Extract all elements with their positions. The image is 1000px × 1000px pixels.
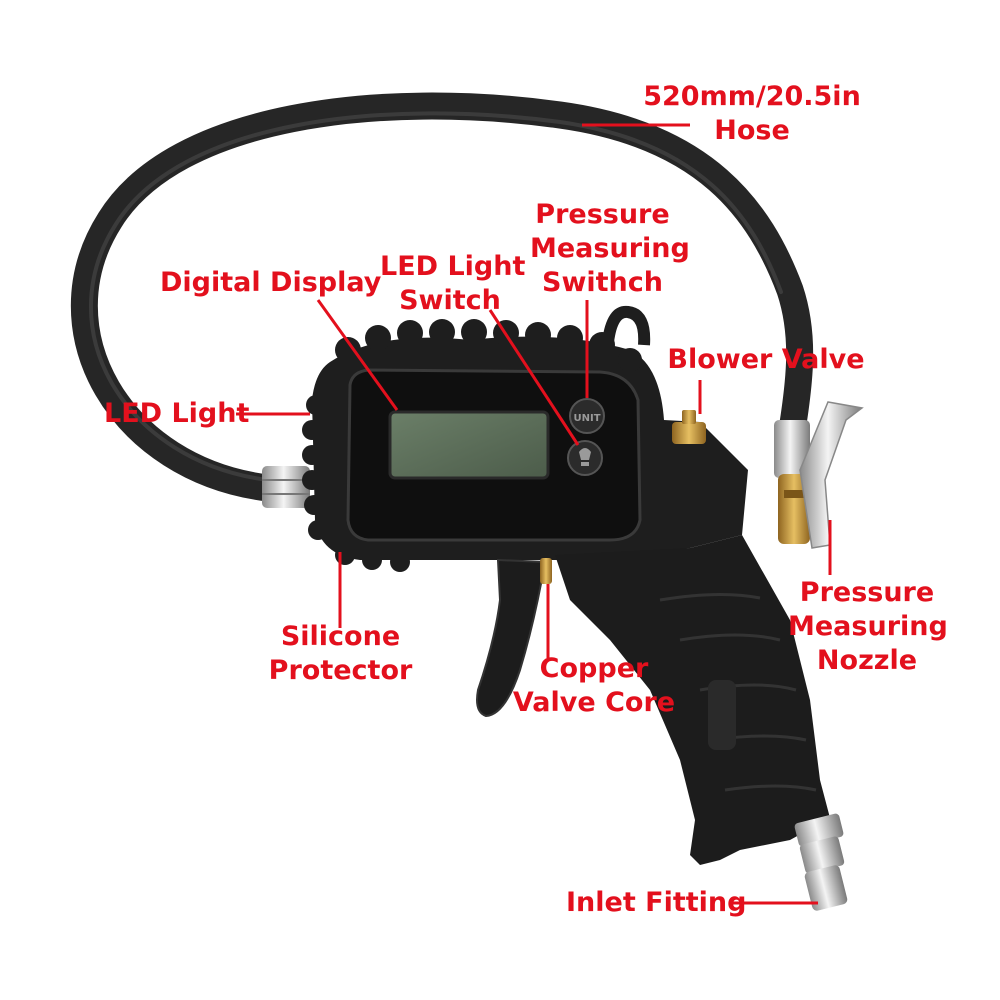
label-led-light: LED Light	[104, 397, 250, 431]
unit-button[interactable]: UNIT	[569, 398, 605, 434]
label-pressure-measuring-nozzle: Pressure Measuring Nozzle	[788, 576, 948, 678]
label-cvc-line1: Copper	[539, 653, 649, 684]
label-hose-line1: 520mm/20.5in	[643, 81, 861, 112]
leader-lines	[236, 123, 832, 905]
label-copper-valve-core: Copper Valve Core	[505, 652, 683, 720]
label-dd-text: Digital Display	[160, 267, 382, 298]
label-led-light-switch: LED Light Switch	[380, 250, 526, 318]
label-pmn-line3: Nozzle	[816, 645, 918, 676]
label-pmn-line1: Pressure	[799, 577, 935, 608]
label-silicone-protector: Silicone Protector	[268, 620, 413, 688]
label-inlet-fitting: Inlet Fitting	[566, 886, 747, 920]
label-ll-text: LED Light	[104, 398, 250, 429]
hose-ferrule-right	[774, 420, 810, 478]
label-bv-text: Blower Valve	[667, 344, 865, 375]
gun-handle	[555, 535, 830, 865]
label-lls-line1: LED Light	[380, 251, 526, 282]
label-blower-valve: Blower Valve	[666, 343, 866, 377]
label-sp-line2: Protector	[268, 655, 413, 686]
label-lls-line2: Switch	[399, 285, 501, 316]
hose	[70, 92, 814, 502]
inlet-fitting	[794, 813, 848, 911]
label-hose: 520mm/20.5in Hose	[622, 80, 882, 148]
label-cvc-line2: Valve Core	[512, 687, 676, 718]
unit-button-text: UNIT	[573, 413, 600, 424]
digital-display-screen	[388, 410, 550, 480]
label-digital-display: Digital Display	[160, 266, 382, 300]
label-pms-line1: Pressure	[535, 199, 670, 230]
label-pressure-measuring-switch: Pressure Measuring Swithch	[530, 198, 690, 300]
label-hose-line2: Hose	[714, 115, 790, 146]
label-pmn-line2: Measuring	[788, 611, 948, 642]
copper-valve-core	[540, 558, 552, 584]
hose-highlight	[89, 111, 783, 482]
label-pms-line3: Swithch	[542, 267, 663, 298]
label-sp-line1: Silicone	[280, 621, 401, 652]
pressure-measuring-nozzle	[778, 401, 864, 549]
hose-ferrule-left	[262, 466, 310, 508]
bulb-icon	[579, 448, 591, 460]
label-pms-line2: Measuring	[530, 233, 690, 264]
blower-valve	[672, 410, 706, 444]
led-light-switch-button[interactable]	[567, 440, 603, 476]
label-if-text: Inlet Fitting	[566, 887, 747, 918]
trigger[interactable]	[476, 558, 547, 718]
